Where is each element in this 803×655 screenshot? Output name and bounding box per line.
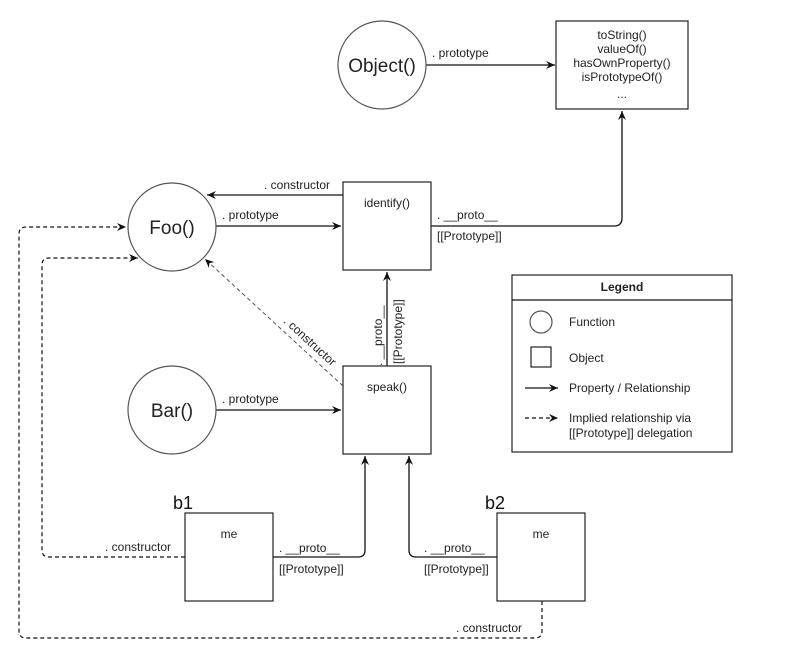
node-label: identify() (364, 196, 410, 210)
node-label: Bar() (151, 401, 193, 422)
method-tostring: toString() (597, 28, 646, 42)
square-icon (530, 346, 552, 368)
edge-label: . prototype (432, 46, 489, 60)
legend-label: Object (569, 351, 604, 365)
edge-speak-constructor: . constructor (204, 258, 344, 387)
node-label: Foo() (149, 218, 194, 239)
method-isprototypeof: isPrototypeOf() (582, 70, 663, 84)
node-b1[interactable]: b1 me (173, 493, 274, 602)
node-bar-prototype[interactable]: speak() (342, 365, 432, 455)
edge-label: . constructor (105, 540, 171, 554)
edge-label: . __proto__ (424, 541, 485, 555)
node-foo-prototype[interactable]: identify() (342, 181, 432, 271)
legend-item-implied: Implied relationship via [[Prototype]] d… (525, 411, 692, 440)
legend-item-property: Property / Relationship (525, 381, 691, 395)
object-box (555, 20, 689, 110)
method-ellipsis: ... (617, 87, 627, 101)
edge-sublabel: [[Prototype]] (437, 229, 502, 243)
edge-label: . __proto__ (279, 541, 340, 555)
edge-identify-proto: . __proto__ [[Prototype]] (431, 111, 626, 243)
node-bar-function[interactable]: Bar() (127, 365, 217, 455)
legend-label: Function (569, 315, 615, 329)
legend-title: Legend (601, 280, 644, 294)
edge-label: . constructor (456, 621, 522, 635)
legend-label-line2: [[Prototype]] delegation (569, 426, 692, 440)
edge-b2-proto: . __proto__ [[Prototype]] (405, 456, 497, 576)
edge-sublabel: [[Prototype]] (279, 562, 344, 576)
edge-foo-constructor: . constructor (207, 178, 343, 199)
legend-item-function: Function (529, 310, 615, 334)
edge-b2-constructor: . constructor (18, 223, 543, 639)
edge-label: . prototype (222, 392, 279, 406)
edge-b1-proto: . __proto__ [[Prototype]] (273, 456, 369, 576)
node-foo-function[interactable]: Foo() (127, 182, 217, 272)
node-object-prototype[interactable]: toString() valueOf() hasOwnProperty() is… (555, 20, 689, 110)
edge-label: . constructor (281, 314, 339, 369)
object-box (342, 181, 432, 271)
object-box (184, 512, 274, 602)
circle-icon (529, 310, 553, 334)
node-b2[interactable]: b2 me (485, 493, 586, 602)
edge-speak-proto: . __proto__ [[Prototype]] (371, 272, 405, 366)
instance-name: b1 (173, 493, 193, 513)
legend-item-object: Object (530, 346, 604, 368)
edge-label: . constructor (264, 178, 330, 192)
function-circle (127, 365, 217, 455)
function-circle (337, 20, 427, 110)
legend-label: Property / Relationship (569, 381, 691, 395)
node-label: Object() (348, 56, 416, 77)
edge-foo-prototype: . prototype (216, 208, 341, 230)
edge-sublabel: [[Prototype]] (391, 299, 405, 364)
object-box (342, 365, 432, 455)
edge-bar-prototype: . prototype (216, 392, 341, 414)
edge-object-prototype: . prototype (426, 46, 555, 69)
node-object-function[interactable]: Object() (337, 20, 427, 110)
legend-label-line1: Implied relationship via (569, 411, 691, 425)
edge-b1-constructor: . constructor (41, 254, 185, 558)
edge-label: . __proto__ (437, 208, 498, 222)
instance-name: b2 (485, 493, 505, 513)
edge-label: . __proto__ (371, 305, 385, 366)
function-circle (127, 182, 217, 272)
edge-label: . prototype (222, 208, 279, 222)
legend: Legend Function Object Property / Relati… (511, 274, 733, 453)
method-hasownproperty: hasOwnProperty() (573, 56, 670, 70)
object-box (496, 512, 586, 602)
node-label: me (533, 527, 550, 541)
edge-sublabel: [[Prototype]] (424, 562, 489, 576)
method-valueof: valueOf() (597, 42, 646, 56)
node-label: speak() (367, 380, 407, 394)
node-label: me (221, 527, 238, 541)
